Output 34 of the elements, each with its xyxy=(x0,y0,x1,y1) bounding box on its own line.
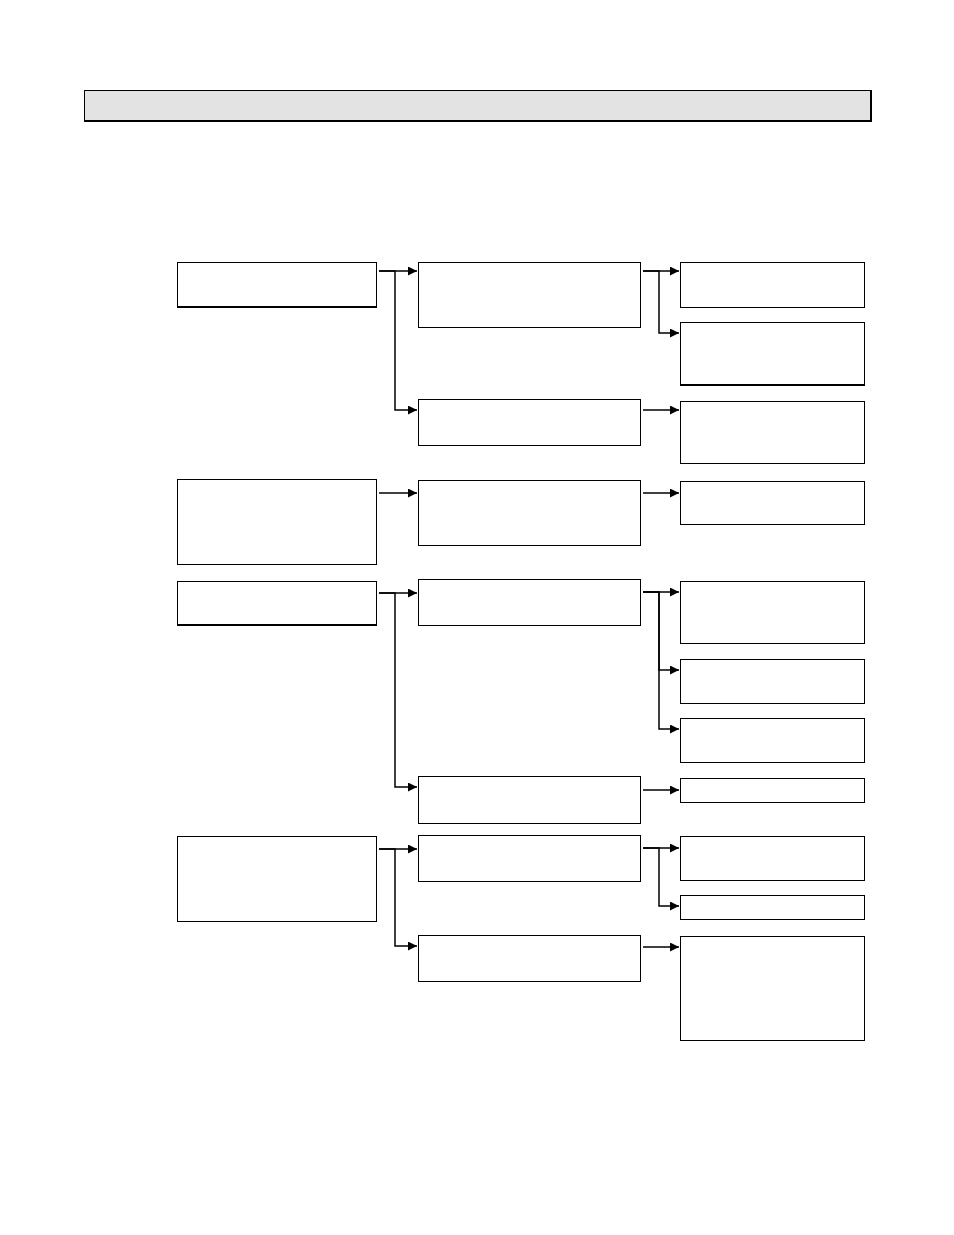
process-box xyxy=(418,935,641,982)
process-box xyxy=(418,835,641,882)
process-box xyxy=(418,480,641,546)
process-box xyxy=(680,895,865,920)
arrow xyxy=(642,785,680,795)
process-box xyxy=(177,836,377,922)
arrow xyxy=(642,847,680,911)
process-box xyxy=(680,262,865,308)
process-box xyxy=(680,936,865,1041)
process-box xyxy=(177,581,377,626)
arrow xyxy=(378,488,418,498)
arrow xyxy=(378,848,418,951)
process-box xyxy=(680,778,865,803)
arrow xyxy=(642,591,680,734)
arrow xyxy=(378,592,418,792)
process-box xyxy=(680,322,865,386)
header-bar xyxy=(84,90,872,122)
process-box xyxy=(680,581,865,644)
process-box xyxy=(418,579,641,626)
process-box xyxy=(680,659,865,704)
process-box xyxy=(418,262,641,328)
process-box xyxy=(418,399,641,446)
arrow xyxy=(642,270,680,338)
arrow xyxy=(642,405,680,415)
process-box xyxy=(680,836,865,881)
process-box xyxy=(680,481,865,525)
process-box xyxy=(177,479,377,565)
process-box xyxy=(680,401,865,464)
process-box xyxy=(177,262,377,308)
arrow xyxy=(378,270,418,415)
arrow xyxy=(642,942,680,952)
arrow xyxy=(642,488,680,498)
process-box xyxy=(680,718,865,763)
process-box xyxy=(418,776,641,824)
